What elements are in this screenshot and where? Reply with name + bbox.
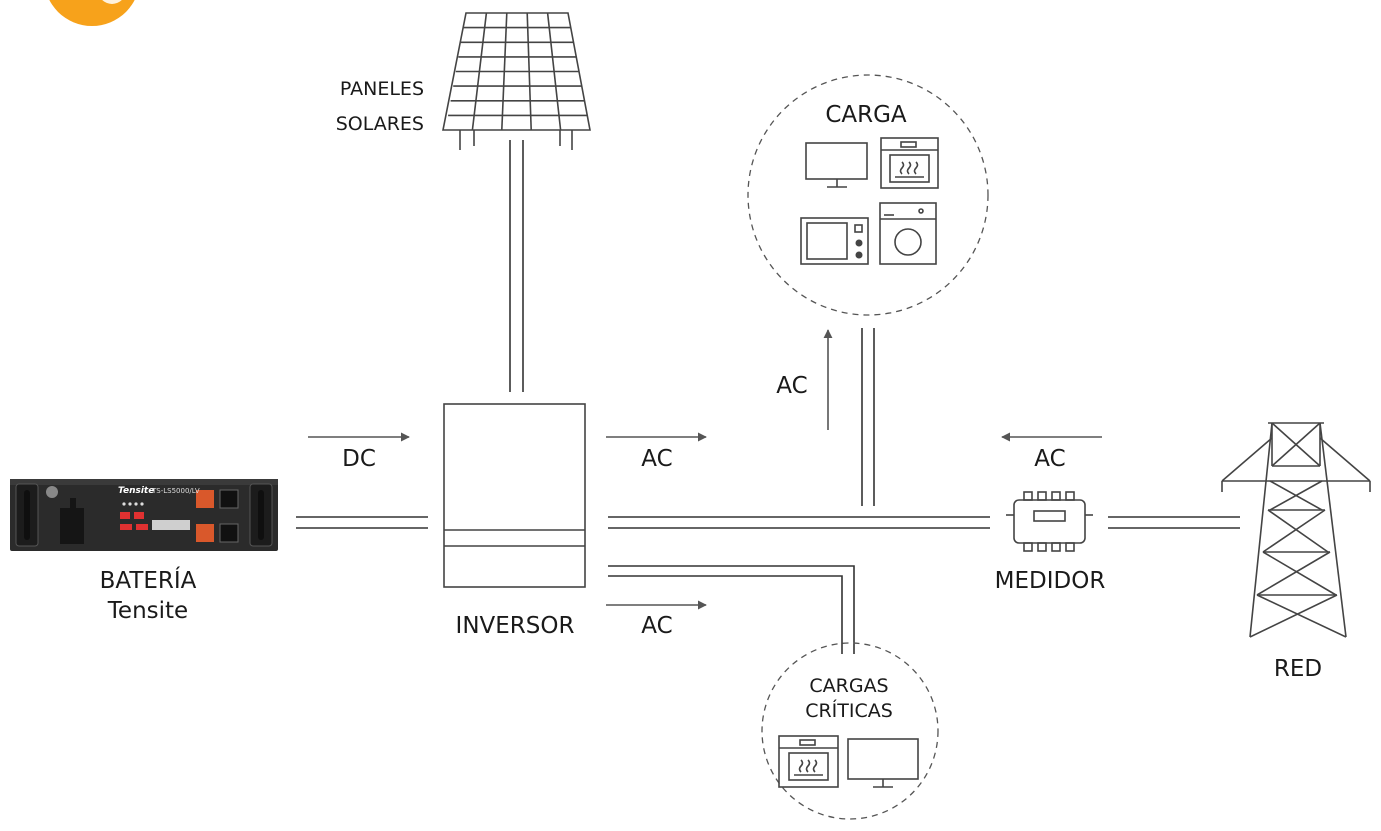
dc-flow-label: DC bbox=[342, 446, 376, 472]
ac-flow-label-critical: AC bbox=[641, 613, 672, 639]
solar-panel-icon bbox=[442, 12, 591, 150]
bus-load-wire bbox=[861, 328, 875, 506]
tv-icon bbox=[805, 142, 868, 188]
battery-label-line2: Tensite bbox=[107, 598, 188, 624]
washer-icon bbox=[879, 202, 937, 265]
battery-icon bbox=[10, 479, 278, 551]
ac-flow-label-grid: AC bbox=[1034, 446, 1065, 472]
solar-inverter-wire bbox=[509, 140, 524, 392]
solar-label-line2: SOLARES bbox=[336, 113, 424, 135]
meter-icon bbox=[1006, 491, 1093, 552]
critical-label-line2: CRÍTICAS bbox=[805, 699, 893, 722]
inverter-label: INVERSOR bbox=[456, 613, 575, 639]
battery-label-line1: BATERÍA bbox=[100, 566, 197, 594]
inverter-meter-bus bbox=[608, 516, 990, 529]
battery-brand: Tensite bbox=[118, 486, 154, 496]
critical-oven-icon bbox=[778, 735, 839, 788]
load-boundary bbox=[747, 74, 989, 316]
ac-flow-label-load: AC bbox=[776, 373, 807, 399]
logo-fragment bbox=[49, 0, 135, 26]
meter-label: MEDIDOR bbox=[995, 568, 1106, 594]
ac-flow-label-inverter: AC bbox=[641, 446, 672, 472]
load-title: CARGA bbox=[825, 102, 907, 128]
battery-inverter-wire bbox=[296, 516, 428, 529]
transmission-tower-icon bbox=[1221, 422, 1371, 638]
microwave-icon bbox=[800, 217, 869, 265]
critical-load-boundary bbox=[761, 642, 939, 820]
meter-grid-wire bbox=[1108, 516, 1240, 529]
inverter-critical-wire bbox=[608, 565, 855, 654]
battery-model: TS-LS5000/LV bbox=[151, 487, 200, 495]
inverter-icon bbox=[443, 403, 586, 588]
critical-label-line1: CARGAS bbox=[809, 675, 888, 697]
solar-label-line1: PANELES bbox=[340, 78, 424, 100]
critical-tv-icon bbox=[847, 738, 919, 788]
oven-icon bbox=[880, 137, 939, 189]
grid-label: RED bbox=[1274, 656, 1322, 682]
